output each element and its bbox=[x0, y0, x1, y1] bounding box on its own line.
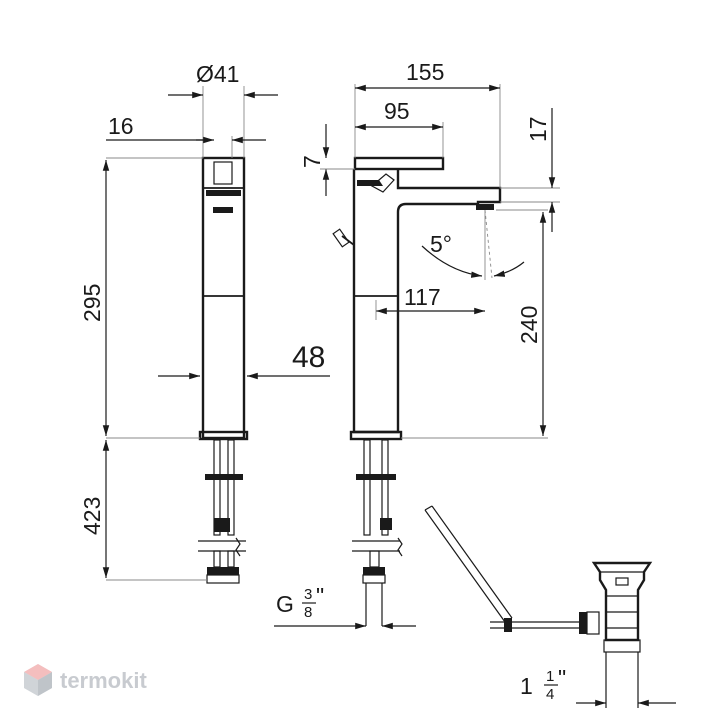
dim-height-423: 423 bbox=[79, 497, 105, 535]
waste-whole: 1 bbox=[520, 673, 533, 699]
side-rod-2 bbox=[381, 439, 389, 536]
side-nut bbox=[356, 474, 396, 480]
dim-length-117: 117 bbox=[404, 284, 441, 310]
dim-diameter-41: Ø41 bbox=[196, 61, 239, 87]
dim-angle-5: 5° bbox=[430, 231, 452, 257]
waste-plug-slot bbox=[615, 577, 629, 586]
side-fitting-bottom bbox=[362, 574, 386, 584]
front-body-outline bbox=[201, 156, 246, 440]
thread-numerator: 3 bbox=[304, 586, 312, 603]
dim-width-48: 48 bbox=[292, 341, 325, 374]
waste-clip bbox=[504, 618, 512, 632]
front-nut bbox=[205, 474, 243, 480]
angle-flow-line bbox=[484, 209, 493, 279]
side-lever-detail bbox=[357, 180, 383, 186]
thread-g-label: G bbox=[276, 591, 294, 617]
front-rod-low-2 bbox=[227, 550, 235, 568]
waste-denominator: 4 bbox=[546, 686, 554, 703]
front-base bbox=[198, 430, 249, 441]
side-body-outline bbox=[352, 169, 502, 434]
front-rod-2 bbox=[227, 439, 235, 536]
side-lever bbox=[353, 156, 445, 171]
front-rod-low-1 bbox=[213, 550, 221, 568]
brand-cube-icon bbox=[24, 664, 52, 696]
dim-height-240: 240 bbox=[516, 306, 542, 344]
front-view: Ø41 16 295 48 423 bbox=[79, 61, 330, 584]
side-hose-end bbox=[380, 518, 392, 530]
dim-width-16: 16 bbox=[108, 113, 134, 139]
waste-outlet bbox=[603, 639, 641, 653]
side-base bbox=[349, 430, 403, 441]
thread-inch-mark: " bbox=[316, 583, 324, 609]
side-view: 155 95 7 17 5° 117 240 bbox=[274, 59, 560, 630]
side-popup-knob bbox=[332, 228, 350, 248]
front-aerator bbox=[213, 207, 233, 213]
dim-height-295: 295 bbox=[79, 284, 105, 322]
popup-waste: 1 1 4 " bbox=[424, 505, 676, 708]
side-fitting-top bbox=[363, 567, 385, 575]
side-lever-joint bbox=[370, 173, 395, 193]
brand-watermark: termokit bbox=[24, 664, 147, 696]
dim-length-155: 155 bbox=[406, 59, 444, 85]
dim-height-7: 7 bbox=[299, 155, 325, 168]
dim-height-17: 17 bbox=[525, 116, 551, 142]
waste-link-a bbox=[424, 509, 506, 623]
front-hose-end bbox=[214, 518, 230, 532]
thread-denominator: 8 bbox=[304, 604, 312, 621]
waste-nut bbox=[586, 611, 600, 635]
waste-link-cap bbox=[424, 505, 433, 511]
waste-numerator: 1 bbox=[546, 668, 554, 685]
waste-nut-dark bbox=[579, 612, 587, 634]
waste-inch-mark: " bbox=[558, 665, 566, 691]
side-aerator bbox=[476, 204, 494, 210]
angle-arc-left bbox=[421, 245, 483, 278]
front-cartridge bbox=[206, 190, 241, 196]
waste-link-b bbox=[431, 505, 513, 619]
front-rod-1 bbox=[213, 439, 221, 536]
side-break-zigzag bbox=[397, 537, 403, 557]
angle-arc-right bbox=[493, 261, 525, 277]
front-break-zigzag bbox=[235, 537, 241, 557]
brand-name: termokit bbox=[60, 668, 147, 693]
side-rod-low bbox=[369, 550, 380, 568]
front-fitting-top bbox=[207, 567, 239, 575]
front-fitting-bottom bbox=[206, 574, 240, 584]
dim-length-95: 95 bbox=[384, 98, 410, 124]
side-rod-1 bbox=[363, 439, 371, 536]
front-lever-slot bbox=[213, 161, 233, 185]
